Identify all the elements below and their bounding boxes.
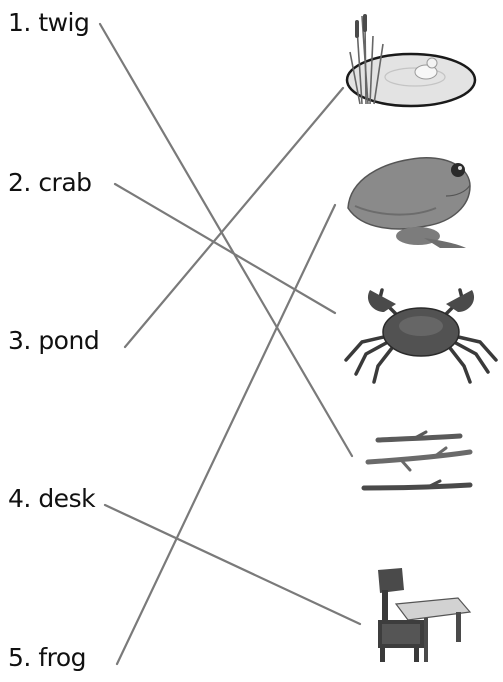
frog-picture[interactable] — [348, 158, 470, 248]
desk-picture[interactable] — [378, 568, 470, 662]
match-line-pond — [125, 88, 343, 347]
match-line-twig — [100, 24, 352, 456]
match-line-desk — [105, 505, 360, 624]
matching-lines — [100, 24, 360, 664]
crab-picture[interactable] — [346, 290, 496, 382]
match-line-frog — [117, 205, 335, 664]
match-line-crab — [115, 184, 335, 313]
pond-picture[interactable] — [347, 14, 475, 106]
twigs-picture[interactable] — [364, 432, 470, 488]
